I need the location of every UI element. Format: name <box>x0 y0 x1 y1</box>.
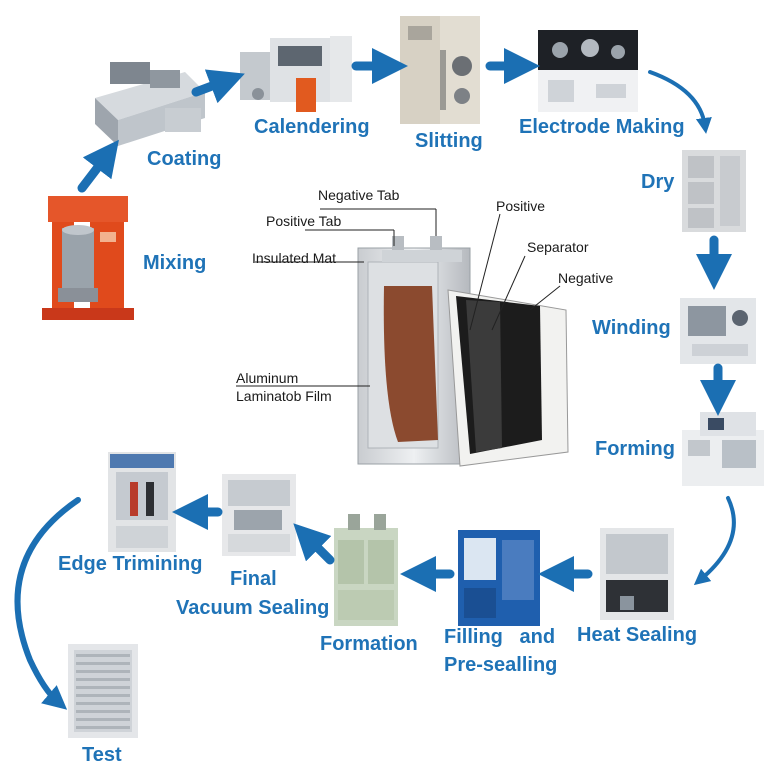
dry-oven <box>682 150 746 232</box>
step-electrode-making-label: Electrode Making <box>519 116 685 138</box>
negative-tab-label: Negative Tab <box>318 187 400 203</box>
electrode-making-machine <box>538 30 638 112</box>
arrow-right-icon <box>191 69 245 104</box>
curved-arrow-icon <box>648 70 712 134</box>
step-filling-label-line1: Filling and <box>444 626 556 648</box>
calendering-machine <box>240 36 352 112</box>
step-forming-label: Forming <box>595 438 675 460</box>
vacuum-sealing-machine <box>222 474 296 556</box>
negative-label: Negative <box>558 270 614 286</box>
step-mixing-label: Mixing <box>143 252 207 274</box>
heat-sealing-machine <box>600 528 674 620</box>
formation-cabinet <box>334 514 398 626</box>
positive-label: Positive <box>496 198 546 214</box>
step-test-label: Test <box>82 744 122 766</box>
curved-arrow-icon <box>14 497 81 710</box>
step-dry-label: Dry <box>641 171 675 193</box>
step-winding-label: Winding <box>592 317 671 339</box>
forming-machine <box>682 412 764 486</box>
step-coating-label: Coating <box>147 148 222 170</box>
pouch-cell-diagram <box>357 236 569 467</box>
test-cabinet <box>68 644 138 738</box>
coating-machine <box>95 62 205 146</box>
step-heat-sealing-label: Heat Sealing <box>577 624 698 646</box>
curved-arrow-icon <box>693 496 736 586</box>
step-final-label-line2: Vacuum Sealing <box>176 597 330 619</box>
step-calendering-label: Calendering <box>254 116 370 138</box>
step-final-label-line1: Final <box>230 568 277 590</box>
slitting-machine <box>400 16 480 124</box>
insulated-mat-label: Insulated Mat <box>252 250 337 266</box>
step-formation-label: Formation <box>320 633 418 655</box>
separator-label: Separator <box>527 239 589 255</box>
arrow-up-right-icon <box>77 139 119 193</box>
step-filling-label-line2: Pre-sealling <box>444 654 558 676</box>
filling-machine <box>458 530 540 626</box>
step-slitting-label: Slitting <box>415 130 483 152</box>
edge-trimming-machine <box>108 452 176 552</box>
aluminum-film-label-line2: Laminatob Film <box>236 388 332 404</box>
arrow-left-icon <box>293 523 335 565</box>
positive-tab-label: Positive Tab <box>266 213 342 229</box>
aluminum-film-label-line1: Aluminum <box>236 370 299 386</box>
winding-machine <box>680 298 756 364</box>
mixing-machine <box>42 196 134 320</box>
cathode-layer <box>383 286 438 442</box>
step-edge-trimming-label: Edge Trimining <box>58 553 203 575</box>
